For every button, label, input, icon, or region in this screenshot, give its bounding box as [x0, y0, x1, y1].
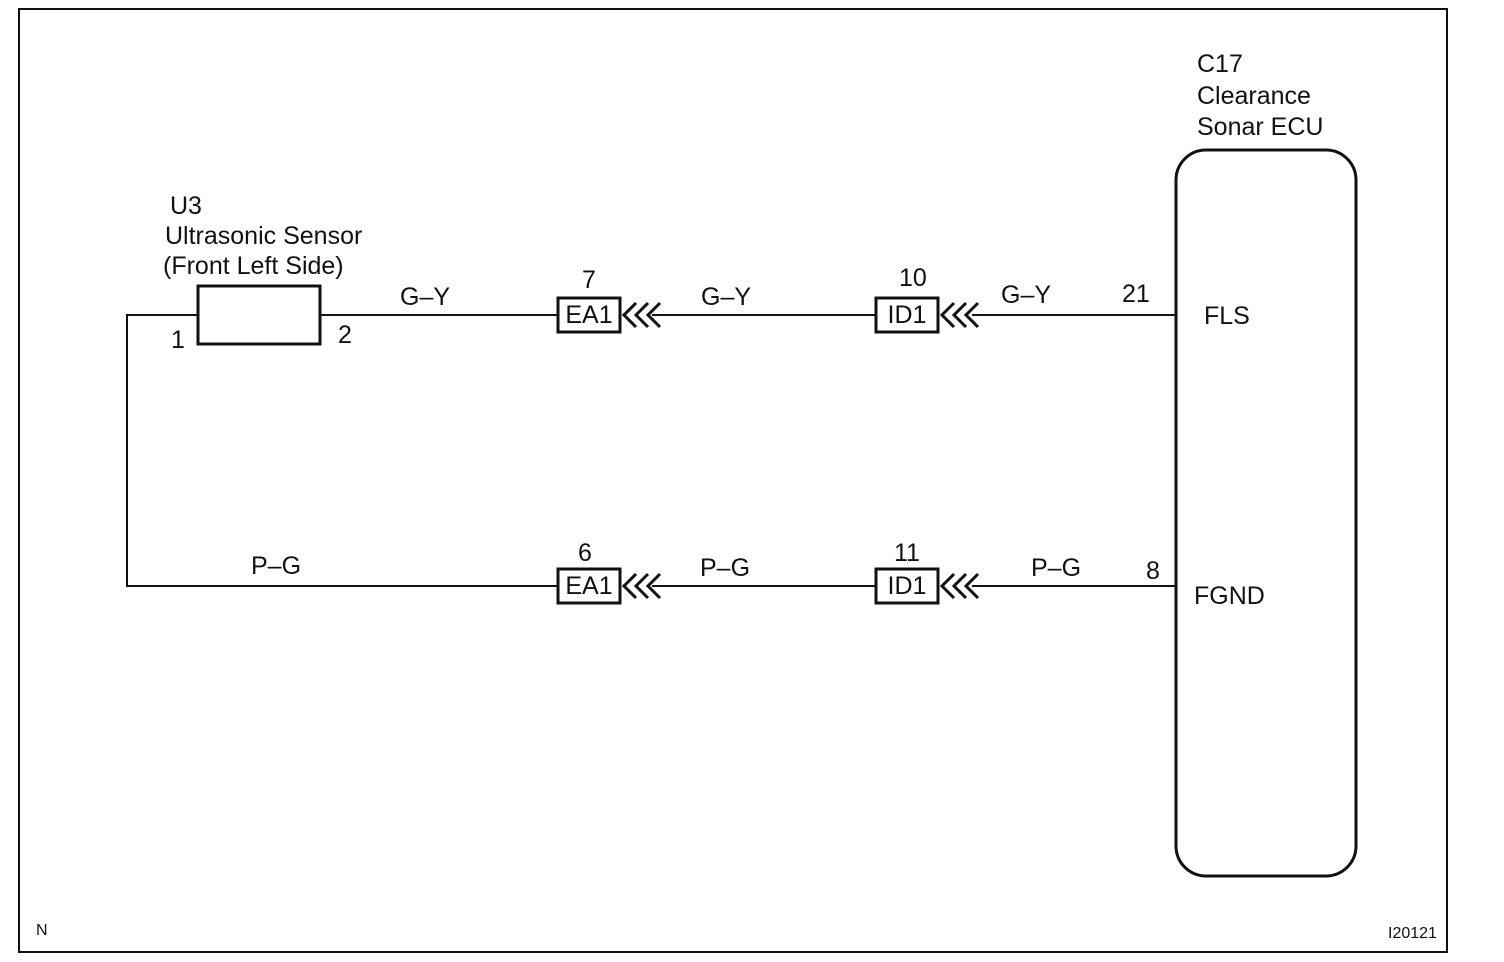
sensor-name-line2: (Front Left Side)	[163, 252, 344, 280]
ecu-pin-8: 8	[1146, 557, 1160, 585]
lower-id1-pin: 11	[894, 539, 920, 567]
ecu-name-line2: Sonar ECU	[1197, 113, 1324, 141]
lower-wire-color-1: P–G	[251, 552, 302, 580]
connector-box-ea1-lower	[556, 567, 622, 605]
lower-ea1-label: EA1	[565, 572, 613, 600]
sensor-name-line1: Ultrasonic Sensor	[165, 222, 363, 250]
sensor-body	[196, 284, 322, 346]
figure-id: I20121	[1388, 925, 1437, 942]
connector-chevrons-ea1-lower	[621, 572, 662, 600]
upper-ea1-label: EA1	[565, 301, 613, 329]
ground-return-wire	[126, 314, 558, 587]
connector-chevrons-id1-upper	[939, 301, 980, 329]
ecu-block	[1174, 148, 1358, 878]
ecu-pin-fgnd-label: FGND	[1194, 582, 1265, 610]
upper-id1-pin: 10	[899, 264, 927, 292]
upper-wire-color-1: G–Y	[400, 283, 451, 311]
connector-chevrons-id1-lower	[939, 572, 980, 600]
ecu-name-line1: Clearance	[1197, 82, 1311, 110]
corner-mark: N	[36, 922, 48, 939]
connector-box-id1-upper	[874, 296, 940, 334]
sensor-code: U3	[170, 192, 202, 220]
lower-id1-label: ID1	[887, 572, 927, 600]
lower-wire-color-2: P–G	[700, 554, 751, 582]
sensor-pin-1: 1	[171, 326, 185, 354]
upper-wire-color-3: G–Y	[1001, 281, 1052, 309]
connector-box-id1-lower	[874, 567, 940, 605]
ecu-code: C17	[1197, 50, 1243, 78]
connector-box-ea1-upper	[556, 296, 622, 334]
connector-chevrons-ea1-upper	[621, 301, 662, 329]
upper-id1-label: ID1	[887, 301, 927, 329]
sensor-pin-2: 2	[338, 321, 352, 349]
ecu-pin-fls-label: FLS	[1204, 302, 1250, 330]
upper-ea1-pin: 7	[582, 266, 596, 294]
lower-wire-color-3: P–G	[1031, 554, 1082, 582]
ecu-pin-21: 21	[1122, 280, 1150, 308]
lower-ea1-pin: 6	[578, 539, 592, 567]
upper-wire-color-2: G–Y	[701, 283, 752, 311]
diagram-frame	[18, 8, 1448, 953]
